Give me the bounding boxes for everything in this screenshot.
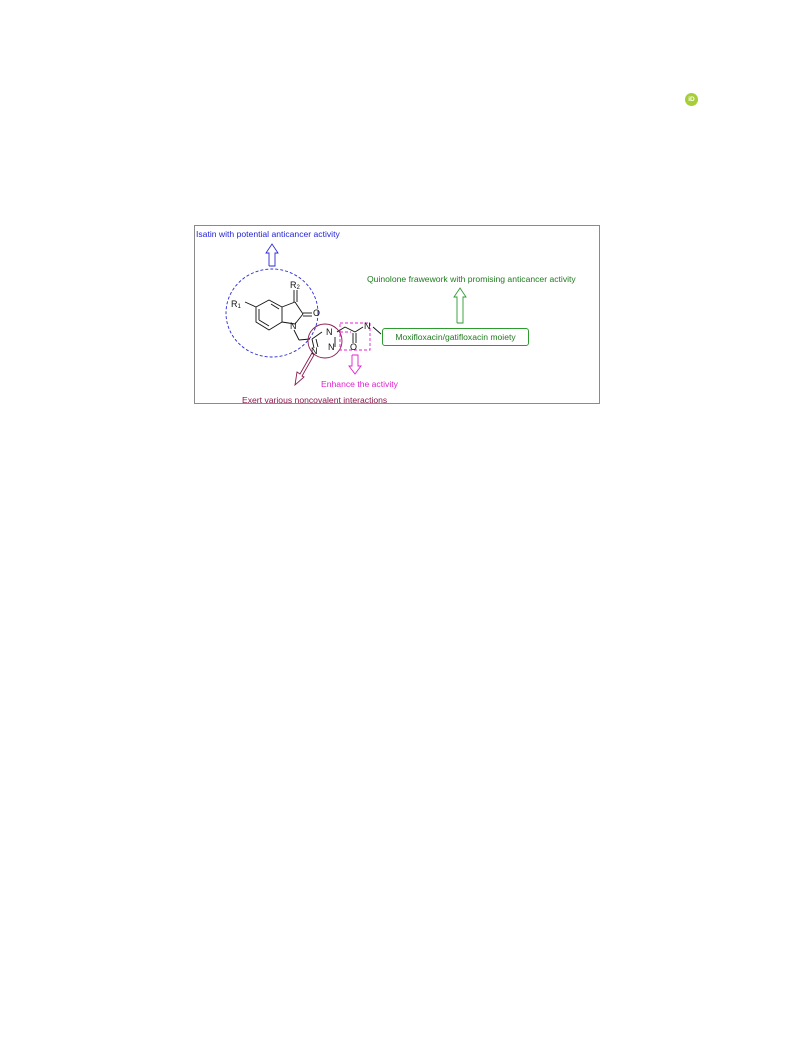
atom-r2-subscript: 2 bbox=[296, 285, 300, 291]
triazole-ring bbox=[311, 331, 336, 349]
atom-n-triazole-1: N bbox=[326, 327, 333, 337]
quinolone-up-arrow-icon bbox=[453, 287, 467, 324]
acetamide-linker bbox=[336, 326, 382, 343]
atom-o-amide: O bbox=[350, 342, 358, 352]
noncovalent-interactions-label: Exert various noncovalent interactions bbox=[242, 395, 388, 405]
atom-r1-subscript: 1 bbox=[237, 304, 241, 310]
atom-r2-symbol: R bbox=[290, 280, 297, 290]
chemical-structure-drawing bbox=[225, 243, 467, 387]
enhance-down-arrow-icon bbox=[348, 354, 362, 375]
atom-r1-symbol: R bbox=[231, 299, 238, 309]
atom-n-triazole-3: N bbox=[311, 346, 318, 356]
isatin-highlight-ellipse bbox=[225, 268, 319, 358]
isatin-up-arrow-icon bbox=[265, 243, 279, 267]
graphical-abstract-figure: R1 R2 O N N N N N O Isatin with potentia… bbox=[194, 225, 600, 404]
isatin-label: Isatin with potential anticancer activit… bbox=[196, 229, 340, 239]
interaction-diagonal-arrow-icon bbox=[294, 352, 315, 387]
atom-o-isatin: O bbox=[313, 308, 321, 318]
moiety-label-box: Moxifloxacin/gatifloxacin moiety bbox=[382, 328, 529, 346]
amide-highlight-box bbox=[339, 322, 371, 351]
atom-n-amide: N bbox=[364, 321, 371, 331]
isatin-pyrrolidone-ring bbox=[244, 290, 312, 341]
quinolone-label: Quinolone frawework with promising antic… bbox=[367, 274, 576, 284]
atom-n-triazole-2: N bbox=[328, 342, 335, 352]
enhance-activity-label: Enhance the activity bbox=[321, 379, 398, 389]
orcid-icon[interactable]: iD bbox=[685, 93, 698, 106]
atom-r2: R2 bbox=[290, 280, 300, 292]
atom-n-isatin: N bbox=[290, 321, 297, 331]
atom-r1: R1 bbox=[231, 299, 241, 311]
triazole-highlight-circle bbox=[307, 323, 343, 359]
isatin-benzene-ring bbox=[255, 299, 283, 331]
